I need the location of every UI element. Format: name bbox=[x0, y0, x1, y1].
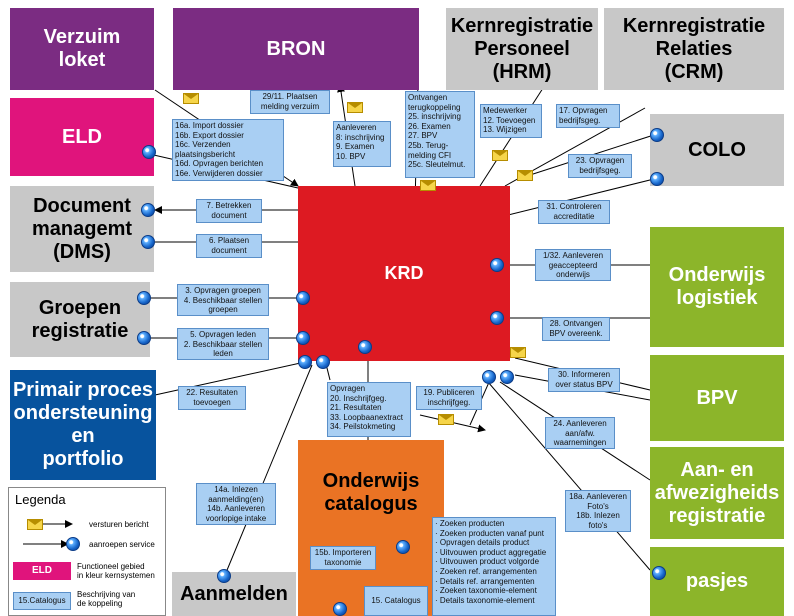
system-verzuim-loket: Verzuim loket bbox=[10, 8, 154, 90]
envelope-icon bbox=[183, 93, 199, 104]
envelope-icon bbox=[438, 414, 454, 425]
service-icon bbox=[490, 258, 504, 272]
envelope-icon bbox=[517, 170, 533, 181]
envelope-icon bbox=[492, 150, 508, 161]
arrow-icon bbox=[43, 520, 73, 528]
service-icon bbox=[296, 291, 310, 305]
envelope-icon bbox=[510, 347, 526, 358]
service-icon bbox=[358, 340, 372, 354]
label-aanmelden-inlezen: 14a. Inlezen aanmelding(en) 14b. Aanleve… bbox=[196, 483, 276, 525]
system-pasjes: pasjes bbox=[650, 547, 784, 616]
service-icon bbox=[217, 569, 231, 583]
service-icon bbox=[66, 537, 80, 551]
label-ol-aanleveren: 1/32. Aanleveren geaccepteerd onderwijs bbox=[535, 249, 611, 281]
system-krd: KRD bbox=[298, 186, 510, 361]
label-aa-waarnemingen: 24. Aanleveren aan/afw. waarnemingen bbox=[545, 417, 615, 449]
service-icon bbox=[316, 355, 330, 369]
system-colo: COLO bbox=[650, 114, 784, 186]
system-dms: Document managemt (DMS) bbox=[10, 186, 154, 272]
system-aan-afwezigheid: Aan- en afwezigheids registratie bbox=[650, 447, 784, 539]
service-icon bbox=[333, 602, 347, 616]
label-cat-zoeken: · Zoeken producten · Zoeken producten va… bbox=[432, 517, 556, 616]
system-crm: Kernregistratie Relaties (CRM) bbox=[604, 8, 784, 90]
label-groepen-opvragen: 3. Opvragen groepen 4. Beschikbaar stell… bbox=[177, 284, 269, 316]
label-dms-betrekken: 7. Betrekken document bbox=[196, 199, 262, 223]
label-publiceren: 19. Publiceren inschrijfgeg. bbox=[416, 386, 482, 410]
service-icon bbox=[298, 355, 312, 369]
legend-bericht: versturen bericht bbox=[89, 520, 149, 529]
system-aanmelden: Aanmelden bbox=[172, 572, 296, 616]
label-bpv-ontvangen: 28. Ontvangen BPV overeenk. bbox=[542, 317, 610, 341]
label-groepen-leden: 5. Opvragen leden 2. Beschikbaar stellen… bbox=[177, 328, 269, 360]
system-bron: BRON bbox=[173, 8, 419, 90]
label-verzuim-melding: 29/11. Plaatsen melding verzuim bbox=[250, 90, 330, 114]
label-cat-importeren: 15b. Importeren taxonomie bbox=[310, 546, 376, 570]
system-bpv: BPV bbox=[650, 355, 784, 441]
label-colo-accreditatie: 31. Controleren accreditatie bbox=[538, 200, 610, 224]
legend: Legenda versturen bericht aanroepen serv… bbox=[8, 487, 166, 616]
legend-eld-text: Functioneel gebied in kleur kernsystemen bbox=[77, 562, 155, 581]
label-hrm-medewerker: Medewerker 12. Toevoegen 13. Wijzigen bbox=[480, 104, 542, 138]
label-dms-plaatsen: 6. Plaatsen document bbox=[196, 234, 262, 258]
arrow-icon bbox=[23, 540, 69, 548]
service-icon bbox=[141, 235, 155, 249]
envelope-icon bbox=[420, 180, 436, 191]
label-crm-bedrijfsgeg: 17. Opvragen bedrijfsgeg. bbox=[556, 104, 620, 128]
legend-title: Legenda bbox=[15, 492, 66, 507]
label-eld-dossier: 16a. Import dossier 16b. Export dossier … bbox=[172, 119, 284, 181]
label-colo-bedrijfsgeg: 23. Opvragen bedrijfsgeg. bbox=[568, 154, 632, 178]
label-primair-resultaten: 22. Resultaten toevoegen bbox=[178, 386, 246, 410]
envelope-icon bbox=[27, 519, 43, 530]
label-pasjes-fotos: 18a. Aanleveren Foto's 18b. Inlezen foto… bbox=[565, 490, 631, 532]
legend-eld-sample: ELD bbox=[13, 562, 71, 580]
legend-cat-text: Beschrijving van de koppeling bbox=[77, 590, 136, 609]
system-primair-proces: Primair proces ondersteuning en portfoli… bbox=[10, 370, 156, 480]
service-icon bbox=[652, 566, 666, 580]
service-icon bbox=[142, 145, 156, 159]
service-icon bbox=[482, 370, 496, 384]
service-icon bbox=[490, 311, 504, 325]
service-icon bbox=[500, 370, 514, 384]
system-onderwijs-logistiek: Onderwijs logistiek bbox=[650, 227, 784, 347]
legend-cat-sample: 15.Catalogus bbox=[13, 592, 71, 610]
label-bron-ontvangen: Ontvangen terugkoppeling 25. inschrijvin… bbox=[405, 91, 475, 178]
service-icon bbox=[137, 331, 151, 345]
service-icon bbox=[650, 128, 664, 142]
service-icon bbox=[137, 291, 151, 305]
envelope-icon bbox=[347, 102, 363, 113]
service-icon bbox=[650, 172, 664, 186]
system-groepen-registratie: Groepen registratie bbox=[10, 282, 150, 357]
system-hrm: Kernregistratie Personeel (HRM) bbox=[446, 8, 598, 90]
system-eld: ELD bbox=[10, 98, 154, 176]
label-cat-catalogus: 15. Catalogus bbox=[364, 586, 428, 616]
service-icon bbox=[141, 203, 155, 217]
label-bpv-informeren: 30. Informeren over status BPV bbox=[548, 368, 620, 392]
service-icon bbox=[296, 331, 310, 345]
label-opvragen: Opvragen 20. Inschrijfgeg. 21. Resultate… bbox=[327, 382, 411, 437]
legend-service: aanroepen service bbox=[89, 540, 155, 549]
label-bron-aanleveren: Aanleveren 8: inschrijving 9. Examen 10.… bbox=[333, 121, 391, 167]
service-icon bbox=[396, 540, 410, 554]
